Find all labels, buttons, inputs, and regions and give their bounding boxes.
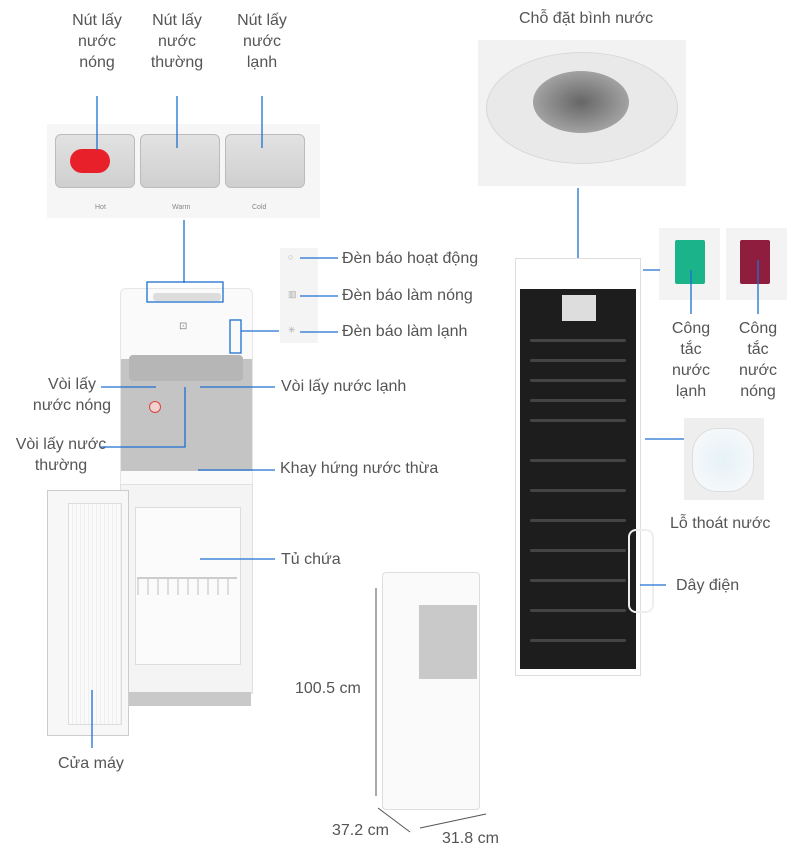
- label-drip-tray: Khay hứng nước thừa: [280, 460, 439, 477]
- dimension-height: 100.5 cm: [295, 680, 361, 697]
- power-cord-coil: [628, 529, 654, 613]
- label-cabinet: Tủ chứa: [281, 551, 341, 568]
- power-icon: ○: [288, 252, 294, 262]
- label-hot-switch: Công tắc nước nóng: [738, 320, 778, 400]
- cabinet: [120, 484, 253, 694]
- bottle-seat-closeup: [478, 40, 686, 186]
- label-door: Cửa máy: [58, 755, 124, 772]
- drain-cap-icon: [692, 428, 754, 492]
- label-power-cord: Dây điện: [676, 577, 740, 594]
- base: [120, 692, 251, 706]
- label-bottle-seat: Chỗ đặt bình nước: [519, 10, 654, 27]
- dimension-width: 31.8 cm: [442, 830, 499, 847]
- dimension-depth: 37.2 cm: [332, 822, 389, 839]
- label-warm-tap: Vòi lấy nước thường: [15, 436, 107, 474]
- cold-button: [225, 134, 305, 188]
- label-heating-light: Đèn báo làm nóng: [342, 287, 473, 304]
- label-cold-tap: Vòi lấy nước lạnh: [281, 378, 407, 395]
- cold-switch-closeup: [659, 228, 720, 300]
- label-cold-switch: Công tắc nước lạnh: [671, 320, 711, 400]
- door: [47, 490, 129, 736]
- label-drain: Lỗ thoát nước: [670, 515, 771, 532]
- label-hot-button: Nút lấy nước nóng: [72, 12, 122, 71]
- label-hot-tap: Vòi lấy nước nóng: [32, 376, 112, 414]
- top-panel: [153, 293, 221, 301]
- dispenser-dimension-view: [382, 572, 480, 810]
- hot-switch-icon: [740, 240, 770, 284]
- spec-label: [562, 295, 596, 321]
- dispenser-rear: [515, 258, 654, 676]
- tap-area-small: [419, 605, 477, 679]
- label-warm-button: Nút lấy nước thường: [150, 12, 204, 71]
- bottle-seat-rim: [486, 52, 678, 164]
- panel-warm-text: Warm: [172, 204, 191, 211]
- tap-housing: [129, 355, 243, 381]
- snowflake-icon: ✳: [288, 325, 296, 335]
- label-power-light: Đèn báo hoạt động: [342, 250, 479, 267]
- bottle-seat-hole: [533, 71, 629, 133]
- child-lock-icon: [149, 401, 161, 413]
- panel-cold-text: Cold: [252, 204, 267, 211]
- hot-button: [55, 134, 135, 188]
- label-cooling-light: Đèn báo làm lạnh: [342, 323, 468, 340]
- hot-lock-icon: [70, 149, 110, 173]
- warm-button: [140, 134, 220, 188]
- drain-closeup: [684, 418, 764, 500]
- condenser: [520, 289, 654, 669]
- heat-icon: ▥: [288, 289, 297, 299]
- door-panel: [68, 503, 122, 725]
- panel-hot-text: Hot: [95, 204, 106, 211]
- label-cold-button: Nút lấy nước lạnh: [237, 12, 287, 71]
- electrolux-logo-icon: ⊡: [179, 321, 188, 332]
- button-panel-closeup: Hot Warm Cold: [47, 124, 320, 218]
- hot-switch-closeup: [726, 228, 787, 300]
- cold-switch-icon: [675, 240, 705, 284]
- shelf: [137, 577, 237, 595]
